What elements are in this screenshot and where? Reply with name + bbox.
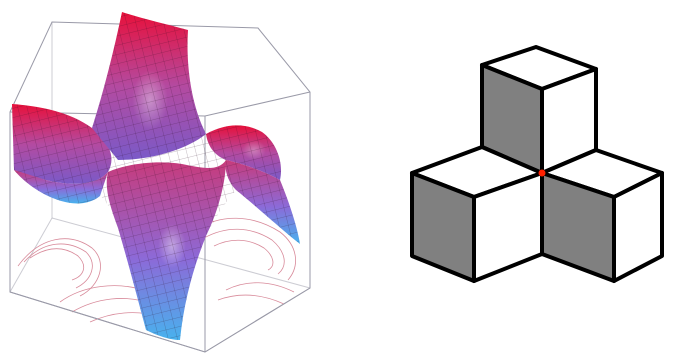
plot-bounding-box-front <box>9 92 311 353</box>
center-point <box>538 169 546 177</box>
right-cube <box>540 148 664 283</box>
top-cube <box>480 45 598 175</box>
surface-mesh <box>12 12 300 340</box>
surface-plot-figure <box>9 12 311 353</box>
isometric-cubes-figure <box>410 45 664 283</box>
left-cube <box>410 145 544 283</box>
